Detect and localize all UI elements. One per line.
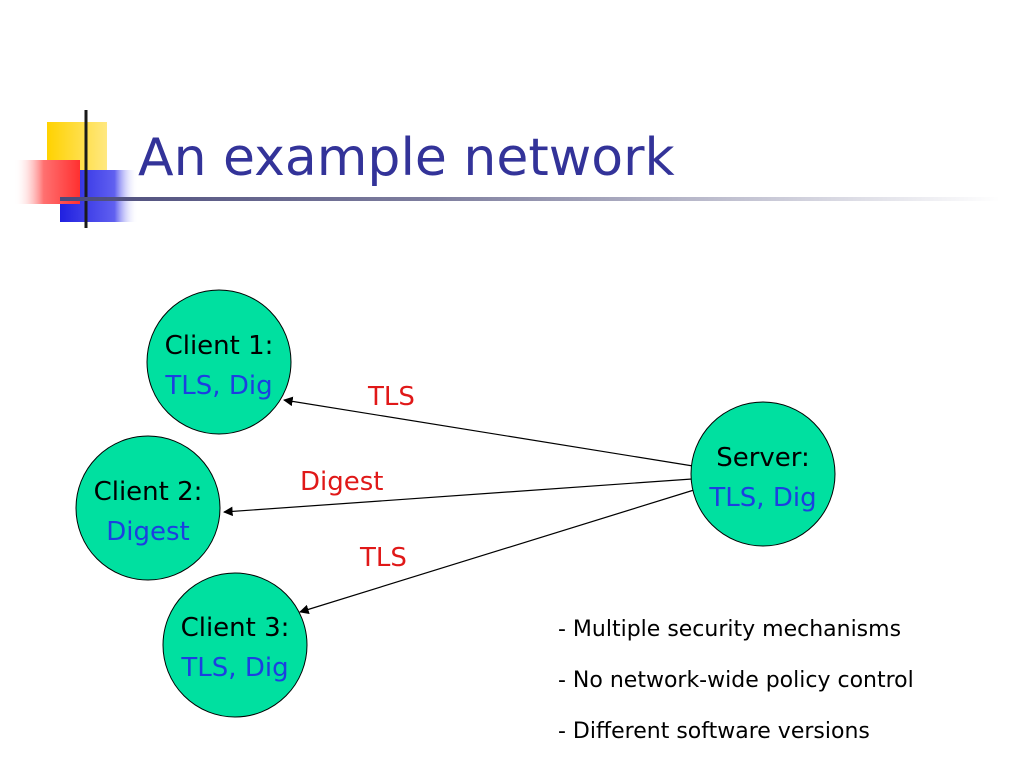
slide-logo-mark: [14, 110, 138, 228]
node-client3: Client 3: TLS, Dig: [162, 572, 308, 718]
note-item: - Different software versions: [558, 719, 870, 744]
node-server: Server: TLS, Dig: [690, 401, 836, 547]
node-circle: [162, 572, 308, 718]
edge-label: TLS: [367, 382, 415, 412]
slide-title: An example network: [138, 128, 675, 188]
node-name: Client 1:: [165, 331, 274, 361]
node-name: Client 3:: [181, 613, 290, 643]
edge-arrow: [299, 489, 695, 615]
title-underline: [60, 197, 1000, 201]
node-name: Client 2:: [94, 477, 203, 507]
note-item: - Multiple security mechanisms: [558, 617, 902, 642]
node-name: Server:: [716, 443, 810, 473]
node-circle: [75, 435, 221, 581]
node-client1: Client 1: TLS, Dig: [146, 289, 292, 435]
node-client2: Client 2: Digest: [75, 435, 221, 581]
edge-label: TLS: [359, 543, 407, 573]
node-circle: [146, 289, 292, 435]
node-circle: [690, 401, 836, 547]
edge-arrow: [283, 396, 694, 467]
edge-label: Digest: [300, 467, 383, 497]
note-item: - No network-wide policy control: [558, 668, 914, 693]
edge-server-client1: TLS: [283, 382, 694, 467]
node-protocols: Digest: [106, 517, 189, 547]
edge-server-client2: Digest: [223, 467, 693, 517]
edge-server-client3: TLS: [299, 489, 695, 615]
node-protocols: TLS, Dig: [708, 483, 816, 513]
notes-list: - Multiple security mechanisms - No netw…: [558, 612, 914, 765]
edge-arrow: [223, 478, 693, 517]
logo-red-bar: [14, 160, 80, 204]
node-protocols: TLS, Dig: [180, 653, 288, 683]
node-protocols: TLS, Dig: [164, 371, 272, 401]
